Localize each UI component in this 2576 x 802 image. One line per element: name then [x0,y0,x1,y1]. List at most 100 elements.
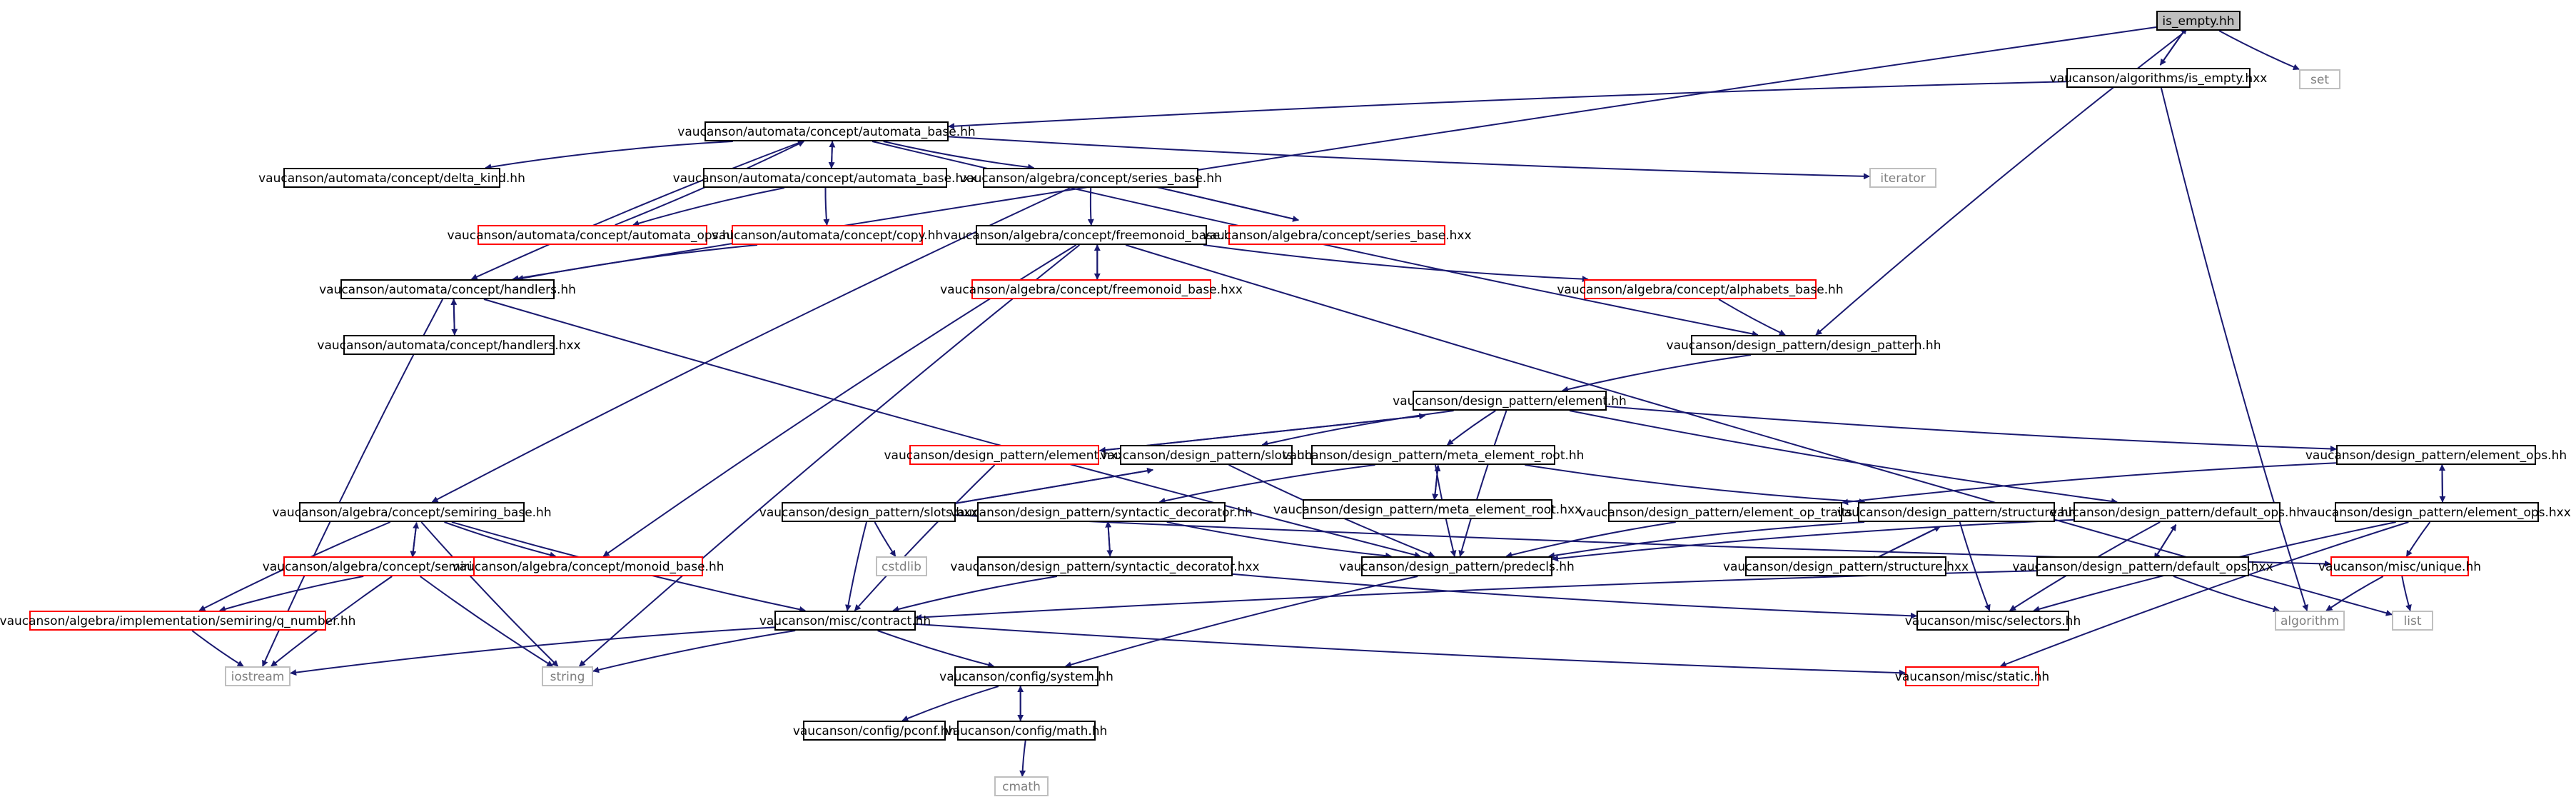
node-unique-hh[interactable]: vaucanson/misc/unique.hh [2318,556,2481,576]
node-label: vaucanson/design_pattern/slots.hh [1100,448,1312,463]
edge-contract_hh-to-string [592,630,796,673]
node-label: vaucanson/design_pattern/slots.hxx [759,506,978,520]
edge-default_ops_hxx-to-default_ops_hh [2153,523,2177,560]
node-label: vaucanson/automata/concept/automata_ops.… [448,229,738,243]
edge-contract_hh-to-system_hh [877,630,995,668]
node-design-pattern-hh[interactable]: vaucanson/design_pattern/design_pattern.… [1667,335,1941,355]
node-pconf-hh[interactable]: vaucanson/config/pconf.hh [793,721,956,741]
node-semiring-base-hh[interactable]: vaucanson/algebra/concept/semiring_base.… [272,502,552,522]
node-box [1584,279,1817,299]
node-list: list [2392,611,2433,631]
dependency-edges [191,26,2446,777]
edge-element_hh-to-element_ops_hh [1606,406,2337,453]
node-alg-is-empty-hxx[interactable]: vaucanson/algorithms/is_empty.hxx [2050,68,2268,88]
node-element-ops-hh[interactable]: vaucanson/design_pattern/element_ops.hh [2305,445,2567,465]
node-root[interactable]: is_empty.hh [2156,11,2241,31]
node-monoid-base-hh[interactable]: vaucanson/algebra/concept/monoid_base.hh [452,556,724,576]
node-label: vaucanson/algebra/concept/freemonoid_bas… [944,229,1240,243]
node-label: vaucanson/misc/unique.hh [2318,560,2481,574]
edge-root-to-set [2218,30,2300,70]
node-label: vaucanson/automata/concept/handlers.hh [319,283,576,297]
edge-automata_base_hxx-to-automata_ops_hh [632,187,785,227]
node-box [994,776,1049,796]
node-box [473,556,703,576]
node-box [2074,502,2280,522]
node-delta-kind-hh[interactable]: vaucanson/automata/concept/delta_kind.hh [258,168,525,188]
node-contract-hh[interactable]: vaucanson/misc/contract.hh [759,611,931,631]
edge-design_pattern_hh-to-element_hh [1562,354,1752,393]
node-label: vaucanson/algorithms/is_empty.hxx [2050,71,2268,86]
node-box [1745,556,1946,576]
node-alphabets-base-hh[interactable]: vaucanson/algebra/concept/alphabets_base… [1557,279,1844,299]
node-syntactic-decorator-hxx[interactable]: vaucanson/design_pattern/syntactic_decor… [950,556,1260,576]
node-static-hh[interactable]: vaucanson/misc/static.hh [1895,666,2049,686]
node-box [954,666,1098,686]
node-automata-base-hh[interactable]: vaucanson/automata/concept/automata_base… [677,121,976,141]
node-label: vaucanson/misc/static.hh [1895,670,2049,684]
node-label: vaucanson/design_pattern/default_ops.hxx [2012,560,2273,574]
node-box [478,225,707,245]
node-element-op-traits-hh[interactable]: vaucanson/design_pattern/element_op_trai… [1579,502,1872,522]
node-box [299,502,525,522]
node-freemonoid-base-hh[interactable]: vaucanson/algebra/concept/freemonoid_bas… [944,225,1240,245]
node-label: vaucanson/algebra/concept/alphabets_base… [1557,283,1843,297]
node-meta-element-root-hxx[interactable]: vaucanson/design_pattern/meta_element_ro… [1273,499,1582,519]
edge-freemonoid_base_hh-to-string [578,244,1081,667]
node-meta-element-root-hh[interactable]: vaucanson/design_pattern/meta_element_ro… [1283,445,1585,465]
node-label: vaucanson/design_pattern/meta_element_ro… [1273,503,1582,517]
node-algorithm: algorithm [2275,611,2345,631]
edge-automata_base_hh-to-handlers_hh [470,141,803,280]
edge-freemonoid_base_hh-to-alphabets_base_hh [1203,244,1589,283]
node-box [977,556,1233,576]
node-slots-hxx[interactable]: vaucanson/design_pattern/slots.hxx [759,502,978,522]
node-handlers-hh[interactable]: vaucanson/automata/concept/handlers.hh [319,279,576,299]
node-q-number-hh[interactable]: vaucanson/algebra/implementation/semirin… [0,611,355,631]
node-automata-base-hxx[interactable]: vaucanson/automata/concept/automata_base… [673,168,978,188]
node-label: vaucanson/design_pattern/design_pattern.… [1667,339,1941,353]
node-selectors-hh[interactable]: vaucanson/misc/selectors.hh [1905,611,2081,631]
node-series-base-hh[interactable]: vaucanson/algebra/concept/series_base.hh [959,168,1222,188]
node-box [1413,391,1607,411]
node-label: vaucanson/design_pattern/predecls.hh [1339,560,1575,574]
node-automata-ops-hh[interactable]: vaucanson/automata/concept/automata_ops.… [448,225,738,245]
edge-copy_hh-to-handlers_hh [517,244,758,281]
node-structure-hh[interactable]: vaucanson/design_pattern/structure.hh [1837,502,2076,522]
node-box [976,225,1207,245]
node-element-ops-hxx[interactable]: vaucanson/design_pattern/element_ops.hxx [2303,502,2571,522]
edge-structure_hh-to-predecls_hh [1548,521,1865,559]
node-default-ops-hh[interactable]: vaucanson/design_pattern/default_ops.hh [2050,502,2304,522]
edge-semiring_base_hh-to-string [420,521,559,667]
node-slots-hh[interactable]: vaucanson/design_pattern/slots.hh [1100,445,1313,465]
node-predecls-hh[interactable]: vaucanson/design_pattern/predecls.hh [1339,556,1575,576]
node-label: vaucanson/misc/contract.hh [759,614,931,628]
node-label: vaucanson/design_pattern/element.hh [1393,394,1627,408]
node-label: vaucanson/design_pattern/element_ops.hh [2305,448,2567,463]
node-math-hh[interactable]: vaucanson/config/math.hh [946,721,1108,741]
node-handlers-hxx[interactable]: vaucanson/automata/concept/handlers.hxx [317,335,581,355]
node-label: vaucanson/automata/concept/delta_kind.hh [258,171,525,186]
node-box [2392,611,2433,631]
node-label: algorithm [2280,614,2339,628]
node-element-hxx[interactable]: vaucanson/design_pattern/element.hxx [884,445,1125,465]
node-default-ops-hxx[interactable]: vaucanson/design_pattern/default_ops.hxx [2012,556,2273,576]
node-label: vaucanson/design_pattern/structure.hh [1837,506,2076,520]
node-box [225,666,291,686]
node-box [803,721,946,741]
edge-contract_hh-to-iostream [290,626,775,676]
edge-unique_hh-to-algorithm [2325,576,2384,611]
node-box [957,721,1096,741]
edge-predecls_hh-to-system_hh [1064,576,1418,668]
node-syntactic-decorator-hh[interactable]: vaucanson/design_pattern/syntactic_decor… [950,502,1253,522]
node-system-hh[interactable]: vaucanson/config/system.hh [939,666,1113,686]
edge-default_ops_hxx-to-contract_hh [915,570,2037,621]
node-box [2066,68,2251,88]
node-copy-hh[interactable]: vaucanson/automata/concept/copy.hh [712,225,943,245]
node-structure-hxx[interactable]: vaucanson/design_pattern/structure.hxx [1723,556,1969,576]
node-series-base-hxx[interactable]: vaucanson/algebra/concept/series_base.hx… [1202,225,1472,245]
edge-unique_hh-to-list [2401,576,2412,611]
edge-syntactic_decorator_hh-to-predecls_hh [1166,521,1393,559]
node-freemonoid-base-hxx[interactable]: vaucanson/algebra/concept/freemonoid_bas… [940,279,1243,299]
node-element-hh[interactable]: vaucanson/design_pattern/element.hh [1393,391,1627,411]
node-box [2299,69,2340,89]
